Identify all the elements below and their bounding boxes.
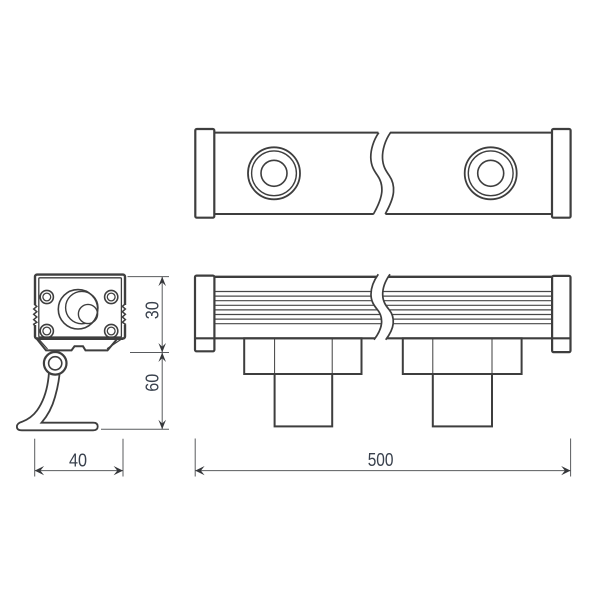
svg-text:500: 500 — [368, 450, 394, 471]
svg-text:40: 40 — [69, 449, 87, 470]
svg-text:60: 60 — [141, 374, 162, 392]
svg-text:30: 30 — [141, 301, 162, 319]
